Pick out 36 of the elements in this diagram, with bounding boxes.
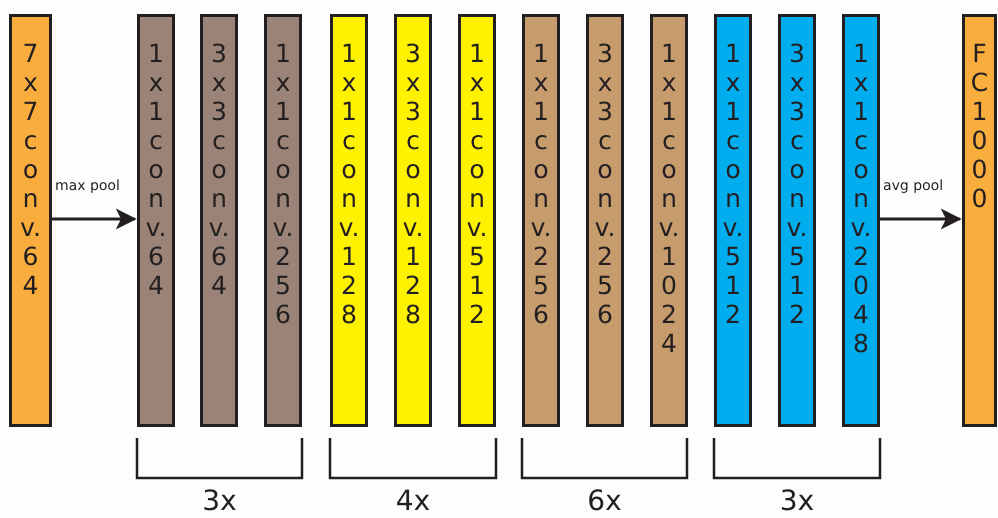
layer-bar (842, 14, 880, 427)
layer-bar (394, 14, 432, 427)
layer-label: 1x1 conv.2048 (850, 39, 872, 360)
layer-label: 1x1 conv.512 (722, 39, 744, 331)
layer-bar (264, 14, 302, 427)
layer-bar (200, 14, 238, 427)
layer-label: 1x1 conv.256 (530, 39, 552, 331)
layer-label: 1x1 conv.256 (272, 39, 294, 331)
arrow (880, 208, 962, 230)
repeat-count: 3x (201, 484, 238, 517)
repeat-count: 3x (778, 484, 816, 517)
layer-label: 3x3 conv.512 (786, 39, 808, 331)
layer-label: 1x1 conv.512 (466, 39, 488, 331)
layer-bar (522, 14, 560, 427)
repeat-count: 6x (586, 484, 623, 517)
edge-label: avg pool (883, 178, 944, 194)
layer-label: 3x3 conv.128 (402, 39, 424, 331)
layer-label: 1x1 conv.128 (338, 39, 360, 331)
layer-label: 1x1 conv.1024 (658, 39, 680, 360)
repeat-count: 4x (394, 484, 432, 517)
layer-bar (330, 14, 368, 427)
layer-bar (714, 14, 752, 427)
layer-bar (962, 14, 997, 427)
layer-label: 3x3 conv.256 (594, 39, 616, 331)
arrow (52, 208, 137, 230)
layer-bar (778, 14, 816, 427)
layer-bar (137, 14, 175, 427)
layer-label: 7x7 conv.64 (19, 39, 42, 302)
layer-label: FC 1000 (970, 39, 990, 215)
edge-label: max pool (55, 178, 120, 194)
layer-bar (9, 14, 52, 427)
layer-bar (458, 14, 496, 427)
layer-bar (586, 14, 624, 427)
layer-bar (650, 14, 688, 427)
layer-label: 1x1 conv.64 (144, 39, 168, 302)
layer-label: 3x3 conv.64 (208, 39, 230, 302)
